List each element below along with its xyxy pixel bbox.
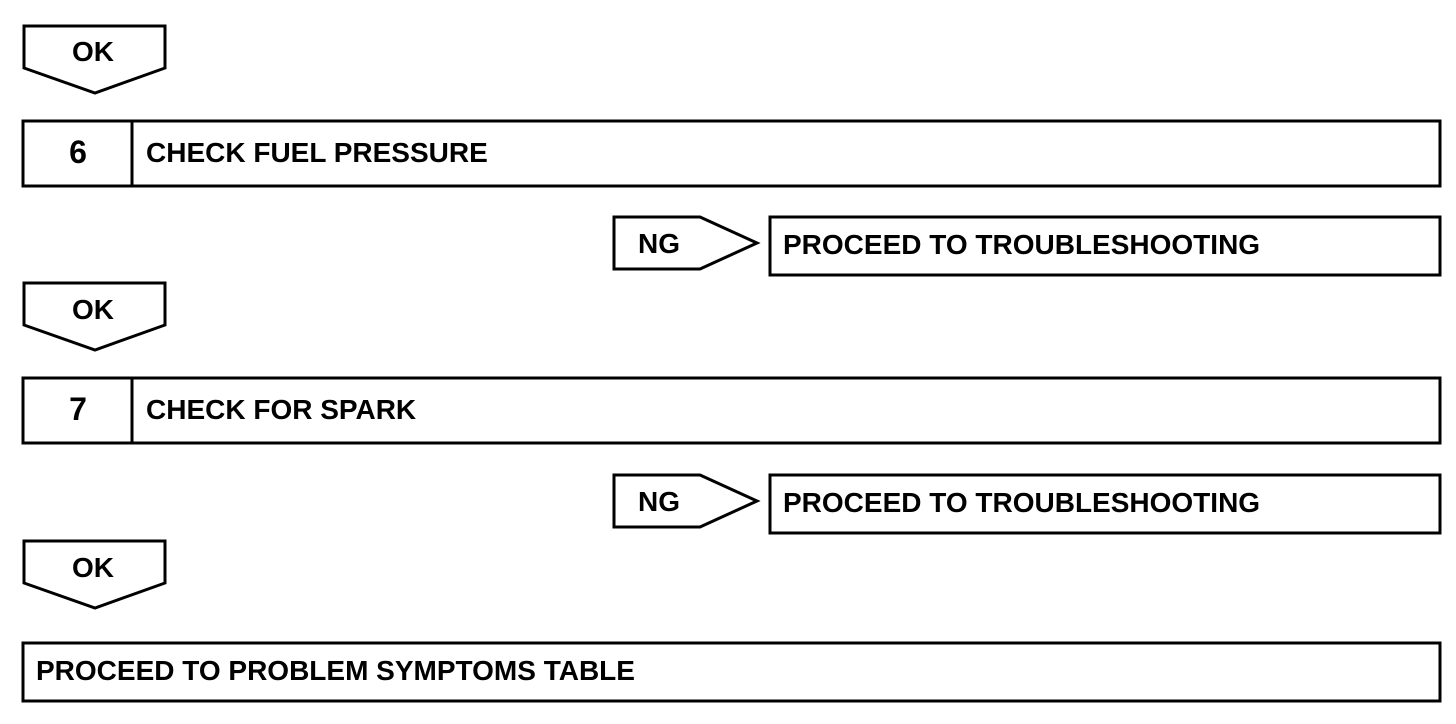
ok-label-3: OK (72, 552, 114, 583)
step-6-title: CHECK FUEL PRESSURE (146, 137, 488, 168)
ok-label-1: OK (72, 36, 114, 67)
ng-arrow-2 (612, 473, 761, 529)
step-7-title: CHECK FOR SPARK (146, 394, 417, 425)
ok-label-2: OK (72, 294, 114, 325)
step-6-box (21, 119, 1442, 188)
ng-label-2: NG (638, 486, 680, 517)
ng-result-text-1: PROCEED TO TROUBLESHOOTING (783, 229, 1261, 260)
step-6-number: 6 (69, 134, 87, 170)
step-7-box (21, 376, 1442, 445)
ng-result-box-2 (768, 473, 1442, 535)
ok-arrow-3 (22, 539, 167, 610)
ng-result-text-2: PROCEED TO TROUBLESHOOTING (783, 487, 1261, 518)
ng-arrow-1 (612, 215, 761, 271)
final-box (21, 641, 1442, 703)
final-step-text: PROCEED TO PROBLEM SYMPTOMS TABLE (36, 655, 635, 686)
ok-arrow-2 (22, 281, 167, 352)
ng-result-box-1 (768, 215, 1442, 277)
step-7-number: 7 (69, 391, 87, 427)
ok-arrow-1 (22, 24, 167, 95)
ng-label-1: NG (638, 228, 680, 259)
